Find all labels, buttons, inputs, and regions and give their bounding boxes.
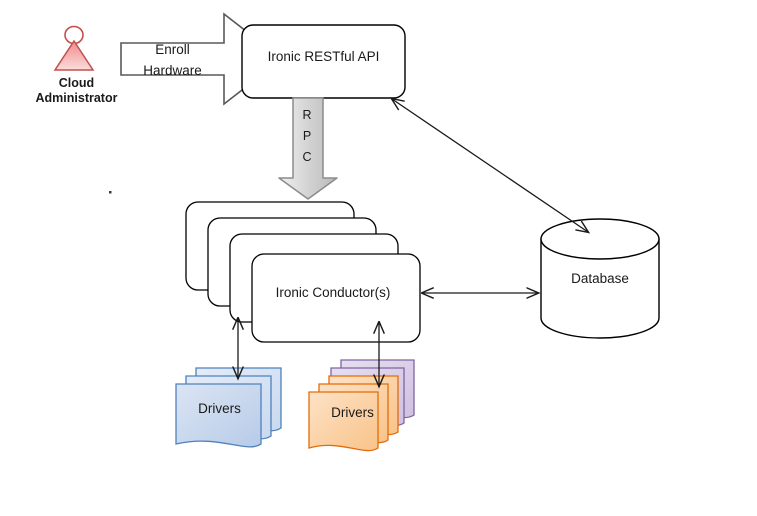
conductor-card-front (251, 253, 421, 343)
drivers-orange-stack[interactable] (308, 359, 415, 452)
ironic-conductor-stack[interactable] (185, 201, 421, 343)
connector-api-database (392, 99, 588, 232)
rpc-arrow (278, 97, 338, 200)
speck-artifact (109, 191, 112, 194)
actor-body-icon (53, 39, 95, 71)
drivers-orange-doc-front (308, 391, 379, 452)
actor-cloud-administrator (53, 25, 95, 71)
drivers-blue-stack[interactable] (175, 367, 282, 448)
drivers-blue-doc-front (175, 383, 262, 448)
database-body (540, 238, 660, 339)
database-cylinder[interactable] (540, 218, 660, 339)
database-top-ellipse (540, 218, 660, 260)
ironic-restful-api-box[interactable] (241, 24, 406, 99)
